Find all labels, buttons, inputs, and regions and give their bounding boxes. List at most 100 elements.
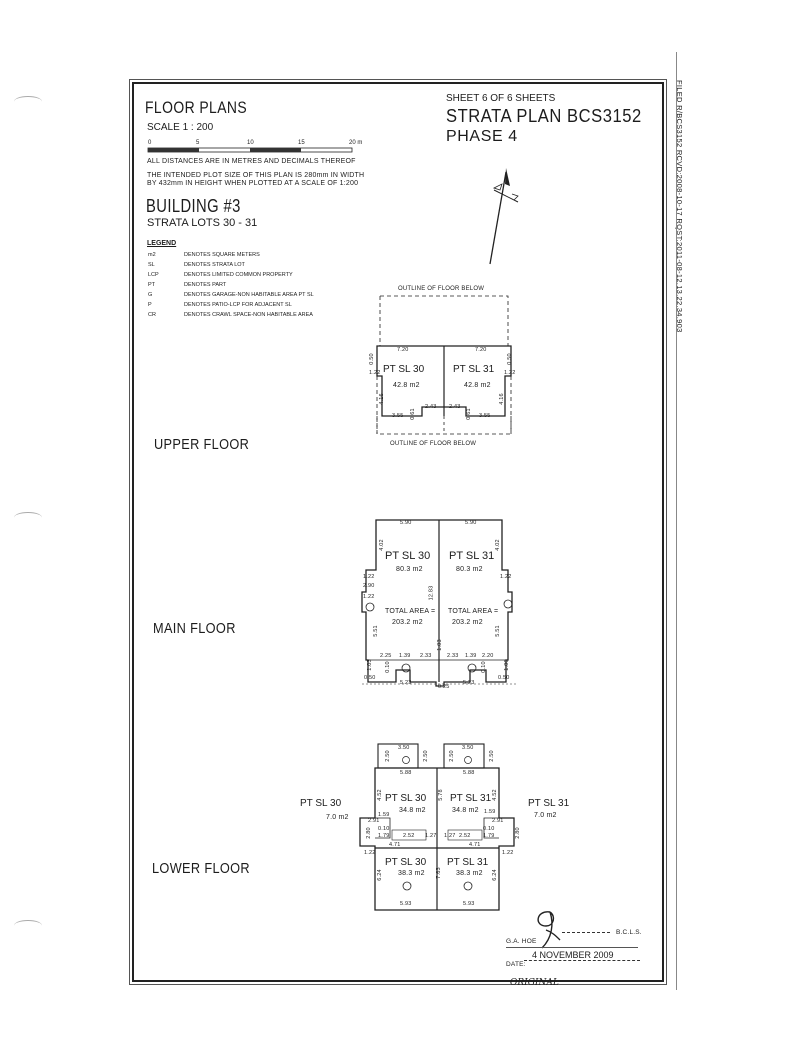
dim-label: 4.52 — [376, 789, 383, 801]
punch-hole-mark — [14, 96, 42, 107]
dim-label: 0.25 — [438, 684, 450, 690]
punch-hole-mark — [14, 920, 42, 931]
dim-label: 1.27 — [444, 833, 456, 839]
dim-label: 2.50 — [422, 750, 429, 762]
upper-outline-bottom: OUTLINE OF FLOOR BELOW — [390, 441, 477, 447]
dim-label: 2.91 — [492, 818, 504, 824]
dim-label: 2.50 — [384, 750, 391, 762]
scale-bar-segment — [148, 148, 199, 152]
dim-label: 0.10 — [378, 826, 390, 832]
dim-label: 1.79 — [483, 833, 495, 839]
dim-label: 2.52 — [459, 833, 471, 839]
dim-label: 2.50 — [488, 750, 495, 762]
lot-name: PT SL 30 — [385, 793, 427, 804]
scale-label: SCALE 1 : 200 — [147, 122, 214, 133]
dim-label: 0.61 — [409, 408, 416, 420]
date-label: DATE: — [506, 961, 526, 968]
dim-label: 7.20 — [397, 347, 409, 353]
signature-line — [562, 932, 610, 933]
dim-label: 0.50 — [364, 675, 376, 681]
total-area-value: 203.2 m2 — [452, 619, 483, 626]
dim-label: 1.22 — [369, 370, 381, 376]
dim-label: 4.16 — [498, 393, 505, 405]
name-underline — [506, 947, 638, 948]
dim-label: 0.50 — [498, 675, 510, 681]
dim-label: 1.27 — [425, 833, 437, 839]
dim-label: 0.61 — [465, 408, 472, 420]
signature-icon — [537, 911, 561, 949]
scale-tick-label: 10 — [247, 140, 254, 146]
dim-label: 3.50 — [398, 745, 410, 751]
dim-label: 1.39 — [465, 653, 477, 659]
dim-label: 2.33 — [447, 653, 459, 659]
main-floor-plan — [361, 519, 516, 687]
dim-label: 1.79 — [378, 833, 390, 839]
legend-desc: DENOTES PATIO-LCP FOR ADJACENT SL — [184, 302, 292, 308]
total-area-label: TOTAL AREA = — [385, 608, 436, 615]
upper-outline-top: OUTLINE OF FLOOR BELOW — [398, 286, 485, 292]
side-lot-area: 7.0 m2 — [534, 812, 557, 819]
dim-label: 1.00 — [503, 659, 510, 671]
sheet-outer-border — [129, 79, 667, 985]
lot-name: PT SL 30 — [385, 857, 427, 868]
dim-label: 6.24 — [376, 869, 383, 881]
legend-desc: DENOTES SQUARE METERS — [184, 252, 260, 258]
dim-label: 5.23 — [463, 680, 475, 686]
dim-label: 5.90 — [400, 520, 412, 526]
legend-desc: DENOTES CRAWL SPACE-NON HABITABLE AREA — [184, 312, 313, 318]
dim-label: 2.80 — [365, 827, 372, 839]
strata-lots-label: STRATA LOTS 30 - 31 — [147, 217, 258, 229]
dim-label: 2.50 — [448, 750, 455, 762]
dim-label: 5.23 — [400, 680, 412, 686]
dim-label: 2.33 — [420, 653, 432, 659]
dim-label: 0.10 — [480, 661, 487, 673]
plot-note-line-1: THE INTENDED PLOT SIZE OF THIS PLAN IS 2… — [147, 172, 365, 179]
lot-name: PT SL 31 — [447, 857, 489, 868]
side-lot-area: 7.0 m2 — [326, 814, 349, 821]
legend-desc: DENOTES LIMITED COMMON PROPERTY — [184, 272, 293, 278]
dim-label: 1.22 — [500, 574, 512, 580]
dim-label: 2.20 — [482, 653, 494, 659]
legend-desc: DENOTES GARAGE-NON HABITABLE AREA PT SL — [184, 292, 314, 298]
scale-tick-label: 15 — [298, 140, 305, 146]
dim-label: 5.51 — [372, 625, 379, 637]
strata-plan-title: STRATA PLAN BCS3152 — [446, 106, 642, 126]
lot-area: 42.8 m2 — [393, 382, 420, 389]
dim-label: 2.52 — [403, 833, 415, 839]
bcls-label: B.C.L.S. — [616, 929, 642, 936]
total-area-label: TOTAL AREA = — [448, 608, 499, 615]
dim-label: 1.22 — [504, 370, 516, 376]
dim-label: 1.22 — [363, 574, 375, 580]
main-floor-label: MAIN FLOOR — [153, 620, 236, 637]
dim-label: 5.88 — [400, 770, 412, 776]
punch-hole-mark — [14, 512, 42, 523]
scale-tick-label: 20 m — [349, 140, 362, 146]
lower-floor-label: LOWER FLOOR — [152, 860, 250, 877]
surveyor-name: G.A. HOE — [506, 938, 537, 945]
dim-label: 1.22 — [502, 850, 514, 856]
dim-label: 4.71 — [389, 842, 401, 848]
dim-label: 4.52 — [491, 789, 498, 801]
sheet-border — [132, 82, 664, 982]
dim-label: 12.83 — [428, 585, 435, 601]
dim-label: 6.24 — [491, 869, 498, 881]
dim-label: 3.55 — [479, 413, 491, 419]
legend-desc: DENOTES PART — [184, 282, 227, 288]
dim-label: 0.50 — [506, 353, 513, 365]
total-area-value: 203.2 m2 — [392, 619, 423, 626]
lot-area: 34.8 m2 — [452, 807, 479, 814]
side-lot-name: PT SL 30 — [300, 798, 342, 809]
dim-label: 4.16 — [378, 393, 385, 405]
dim-label: 2.25 — [380, 653, 392, 659]
dim-label: 2.91 — [368, 818, 380, 824]
dim-label: 4.71 — [469, 842, 481, 848]
upper-floor-plan — [376, 295, 512, 435]
dim-label: 5.90 — [465, 520, 477, 526]
lot-name: PT SL 30 — [385, 550, 431, 562]
dim-label: 0.10 — [483, 826, 495, 832]
